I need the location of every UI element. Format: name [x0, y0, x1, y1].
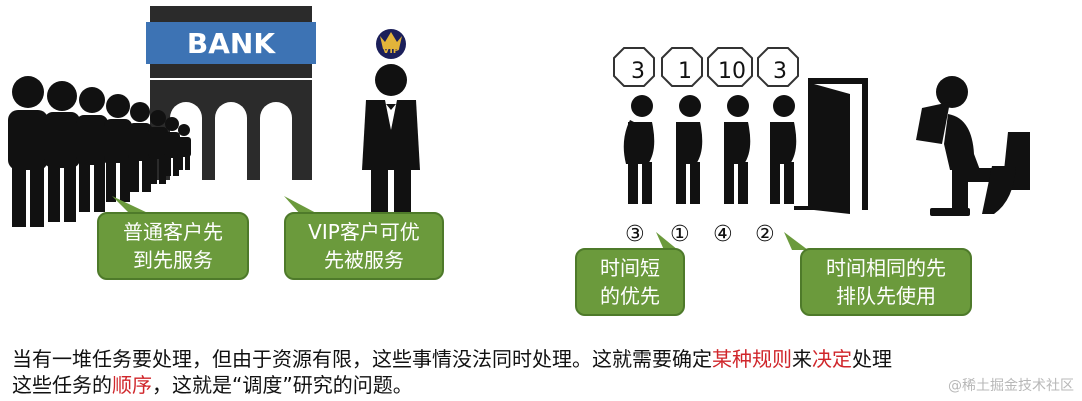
queue-order-number: ①	[670, 222, 690, 247]
callout-line: 先被服务	[324, 248, 404, 272]
callout-normal-customer: 普通客户先 到先服务	[97, 212, 249, 280]
vip-badge-text: VIP	[383, 46, 400, 56]
person-icon	[623, 95, 655, 204]
vip-person	[362, 29, 420, 227]
caption-text: 当有一堆任务要处理，但由于资源有限，这些事情没法同时处理。这就需要确定	[12, 347, 712, 371]
queue-order-number: ②	[755, 222, 775, 247]
timer-icon	[661, 47, 703, 87]
person-icon	[128, 102, 152, 192]
timer-value: 3	[773, 59, 787, 84]
bank-building	[146, 6, 316, 180]
caption-text: 处理	[852, 347, 892, 371]
timer-value: 10	[718, 59, 746, 84]
callout-tail	[112, 196, 150, 214]
timer-value: 1	[678, 59, 692, 84]
caption-text: ，这就是“调度”研究的问题。	[152, 373, 413, 397]
callout-line: 时间短	[600, 256, 660, 280]
callout-line: VIP客户可优	[308, 220, 420, 244]
person-icon	[676, 95, 703, 204]
person-icon	[148, 110, 168, 184]
timer-labels: 3 1 10 3	[631, 59, 787, 84]
waiting-people	[623, 95, 797, 204]
caption-highlight: 某种规则	[712, 347, 792, 371]
person-icon	[724, 95, 751, 204]
callout-tail	[784, 232, 808, 250]
bank-sign-text: BANK	[187, 27, 276, 60]
callout-same-time-fifo: 时间相同的先 排队先使用	[800, 248, 972, 316]
person-icon	[164, 117, 180, 176]
caption-line-1: 当有一堆任务要处理，但由于资源有限，这些事情没法同时处理。这就需要确定某种规则来…	[12, 346, 1082, 372]
timer-icon	[613, 47, 655, 87]
caption-highlight: 顺序	[112, 373, 152, 397]
callout-tails	[656, 232, 808, 250]
person-icon	[177, 124, 191, 170]
watermark: @稀土掘金技术社区	[948, 378, 1074, 394]
caption-line-2: 这些任务的顺序，这就是“调度”研究的问题。	[12, 372, 1082, 398]
bank-sign-board	[146, 22, 316, 64]
callout-short-time-first: 时间短 的优先	[575, 248, 685, 316]
callout-line: 时间相同的先	[826, 256, 946, 280]
queue-order-number: ④	[713, 222, 733, 247]
restroom-queue-illustration: 3 1 10 3	[613, 47, 1030, 216]
timer-icon	[707, 47, 753, 87]
timer-icon	[757, 47, 799, 87]
person-icon	[8, 76, 48, 227]
person-icon	[104, 94, 132, 202]
callout-vip-customer: VIP客户可优 先被服务	[284, 212, 444, 280]
person-icon	[76, 87, 108, 212]
person-icon	[44, 81, 80, 222]
door-icon	[794, 78, 868, 214]
queue-order-number: ③	[625, 222, 645, 247]
callout-tail	[656, 232, 678, 250]
callout-tail	[284, 196, 318, 214]
callout-line: 到先服务	[133, 248, 213, 272]
person-icon	[770, 95, 797, 204]
callout-line: 排队先使用	[836, 284, 936, 308]
timer-value: 3	[631, 59, 645, 84]
timer-badges	[613, 47, 799, 87]
crown-icon	[380, 32, 402, 49]
caption-highlight: 决定	[812, 347, 852, 371]
caption-text: 来	[792, 347, 812, 371]
callout-line: 普通客户先	[123, 220, 223, 244]
bank-queue-illustration: BANK	[8, 6, 420, 227]
toilet-reader-icon	[916, 76, 1030, 216]
callout-line: 的优先	[600, 284, 660, 308]
caption-text: 这些任务的	[12, 373, 112, 397]
people-queue	[8, 76, 191, 227]
